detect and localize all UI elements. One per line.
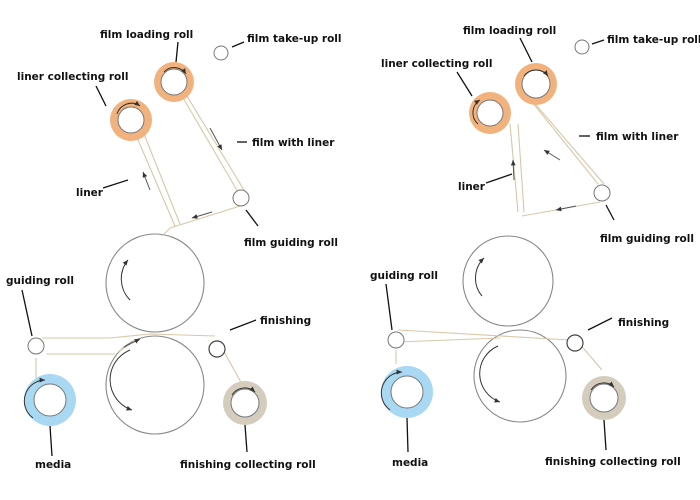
film-loading-roll (154, 62, 194, 102)
media-web-bottom (397, 337, 501, 343)
film-loading-rotation-arrow (523, 69, 549, 77)
panel-right: film loading roll film take-up roll line… (370, 25, 700, 469)
lower-roller-rotation-arrow (109, 349, 133, 411)
leader-liner (102, 179, 129, 189)
media-web-top (397, 329, 571, 341)
film-web-upper (523, 91, 599, 185)
film-web-upper-b (529, 97, 605, 185)
liner-direction-arrow (510, 159, 516, 181)
finishing-collecting-roll (223, 381, 267, 425)
label-liner-collecting-roll: liner collecting roll (17, 71, 128, 83)
finishing-collecting-roll-core (230, 388, 260, 418)
leader-finishing (587, 317, 613, 331)
liner-web (509, 123, 519, 213)
label-film-loading-roll: film loading roll (463, 25, 556, 37)
media-roll-core (33, 383, 67, 417)
liner-collecting-roll-core (117, 106, 145, 134)
label-film-take-up-roll: film take-up roll (247, 33, 342, 45)
label-film-take-up-roll: film take-up roll (607, 34, 700, 46)
liner-collecting-rotation-arrow (472, 99, 481, 125)
label-liner: liner (76, 187, 104, 199)
label-finishing-collecting-roll: finishing collecting roll (545, 456, 681, 468)
lower-laminating-roller (473, 329, 567, 423)
label-media: media (35, 459, 71, 471)
label-liner-collecting-roll: liner collecting roll (381, 58, 492, 70)
lower-roller-rotation-arrow (479, 345, 501, 403)
film-loading-roll-core (160, 68, 188, 96)
finishing-roll (566, 334, 584, 352)
upper-laminating-roller (105, 233, 205, 333)
leader-film-guiding (245, 209, 259, 227)
leader-media (406, 417, 409, 453)
finishing-collecting-rotation-arrow (231, 386, 256, 396)
leader-film-loading (519, 37, 533, 63)
leader-liner-collecting (95, 85, 107, 107)
label-finishing: finishing (260, 315, 311, 327)
upper-roller-rotation-arrow (475, 257, 485, 297)
leader-media (49, 425, 53, 457)
lower-laminating-roller (105, 335, 205, 435)
finishing-collecting-rotation-arrow (590, 381, 615, 391)
label-film-with-liner: film with liner (596, 131, 679, 143)
film-direction-arrow (543, 149, 561, 161)
leader-finishing-collecting (603, 419, 607, 451)
media-rotation-arrow (23, 377, 46, 419)
film-web-lower (169, 205, 241, 229)
leader-film-loading (175, 41, 179, 63)
liner-collecting-roll (469, 92, 511, 134)
finishing-collecting-roll (582, 376, 626, 420)
film-direction-arrow (209, 127, 223, 151)
film-guiding-roll (232, 189, 250, 207)
liner-collecting-rotation-arrow (116, 100, 141, 115)
label-film-with-liner: film with liner (252, 137, 335, 149)
liner-web-b (139, 123, 181, 225)
leader-liner (485, 173, 513, 184)
label-guiding-roll: guiding roll (370, 270, 438, 282)
film-feed-arrow (555, 205, 577, 212)
leader-film-take-up (591, 39, 605, 45)
leader-film-guiding (605, 204, 615, 221)
finishing-collecting-roll-core (589, 383, 619, 413)
media-direction-arrow (123, 338, 141, 348)
leader-liner-collecting (456, 71, 473, 97)
media-web-nip (109, 333, 216, 339)
label-finishing: finishing (618, 317, 669, 329)
label-film-guiding-roll: film guiding roll (244, 237, 338, 249)
leader-finishing (229, 319, 257, 331)
liner-collecting-roll (110, 99, 152, 141)
liner-web-b (517, 123, 525, 213)
upper-laminating-roller (462, 235, 554, 327)
label-film-guiding-roll: film guiding roll (600, 233, 694, 245)
film-loading-roll (515, 63, 557, 105)
film-feed-arrow (191, 211, 213, 219)
leader-guiding (21, 289, 33, 337)
label-liner: liner (458, 181, 486, 193)
film-guiding-roll (593, 184, 611, 202)
guiding-roll (27, 337, 45, 355)
panel-left: film loading roll film take-up roll line… (6, 29, 342, 471)
finishing-roll (208, 340, 226, 358)
media-roll-core (390, 375, 424, 409)
leader-guiding (385, 283, 393, 331)
label-media: media (392, 457, 428, 469)
leader-finishing-collecting (244, 424, 248, 453)
film-loading-rotation-arrow (163, 67, 187, 75)
liner-web (131, 125, 176, 227)
film-take-up-roll (213, 45, 229, 61)
media-roll (380, 366, 433, 418)
leader-film-take-up (231, 41, 245, 48)
film-take-up-roll (574, 39, 590, 55)
liner-direction-arrow (142, 171, 151, 191)
label-guiding-roll: guiding roll (6, 275, 74, 287)
media-roll (23, 374, 76, 426)
label-film-loading-roll: film loading roll (100, 29, 193, 41)
label-finishing-collecting-roll: finishing collecting roll (180, 459, 316, 471)
media-rotation-arrow (380, 369, 403, 411)
guiding-roll (387, 331, 405, 349)
upper-roller-rotation-arrow (120, 259, 131, 301)
film-entry (161, 227, 171, 237)
liner-collecting-roll-core (476, 99, 504, 127)
